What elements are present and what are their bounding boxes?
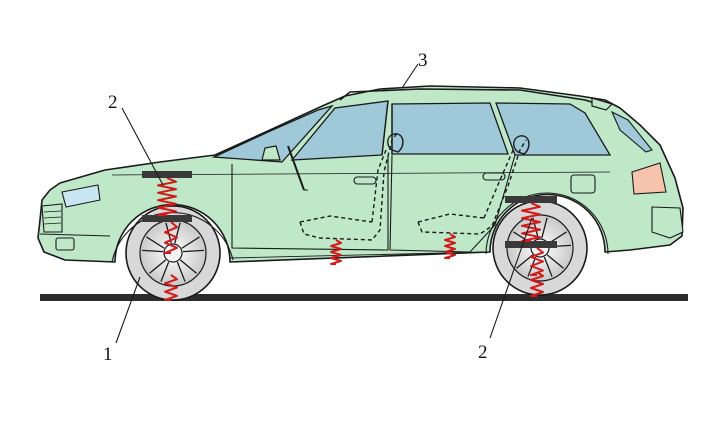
rear-door-handle: [482, 172, 506, 181]
wheel-spoke: [142, 236, 165, 253]
leader-body: [401, 63, 419, 89]
wheel-spoke: [181, 236, 204, 253]
wheel-spoke: [176, 259, 197, 282]
rear-seat-back: [483, 147, 515, 219]
front-door-outline: [231, 155, 389, 251]
label-spring-rear: 2: [478, 342, 488, 363]
wiper: [287, 145, 305, 191]
rear-spring: [521, 202, 541, 242]
rear-spoiler: [591, 97, 614, 111]
rear-tire-spring: [530, 247, 544, 276]
front-upper-pad: [142, 171, 192, 178]
rear-seat-spring: [444, 233, 456, 259]
rear-bumper: [651, 206, 684, 239]
rear-headrest: [513, 135, 530, 155]
body-crease: [111, 171, 611, 176]
leader-wheel: [115, 276, 141, 344]
rear-arch-trim: [485, 192, 609, 255]
front-seat-back: [371, 149, 387, 223]
front-bumper-line: [39, 233, 111, 237]
rear-contact-spring: [530, 271, 544, 297]
rear-upper-pad: [505, 196, 557, 203]
front-seat-spring: [330, 239, 342, 265]
leader-spring-front: [121, 107, 164, 186]
rear-seat-outline: [417, 139, 527, 235]
tailgate-window: [610, 110, 653, 153]
wheel-spoke: [543, 254, 564, 277]
roof-rail: [339, 88, 599, 105]
front-wheel: [125, 205, 221, 301]
rear-door-window: [391, 102, 509, 155]
front-tire-spring: [164, 221, 178, 254]
rear-quarter-window: [495, 102, 612, 156]
tail-light: [631, 162, 667, 195]
label-wheel: 1: [103, 344, 113, 365]
front-spring: [157, 177, 177, 216]
headlight: [61, 184, 101, 208]
front-door-handle: [353, 176, 377, 185]
windshield: [211, 104, 334, 163]
grille-slats: [43, 210, 62, 225]
rear-lower-pad: [505, 241, 557, 248]
front-seat-outline: [299, 131, 399, 241]
front-lower-pad: [142, 215, 192, 222]
ground-line: [40, 294, 688, 301]
label-body: 3: [418, 50, 428, 71]
wheel-spoke: [149, 259, 170, 282]
side-mirror: [261, 145, 281, 161]
b-pillar: [381, 100, 393, 156]
front-contact-spring: [164, 274, 178, 301]
front-headrest: [387, 133, 404, 153]
leader-spring-rear: [489, 217, 533, 339]
fog-lamp: [55, 237, 75, 251]
label-spring-front: 2: [108, 92, 118, 113]
fuel-cap: [570, 174, 596, 194]
